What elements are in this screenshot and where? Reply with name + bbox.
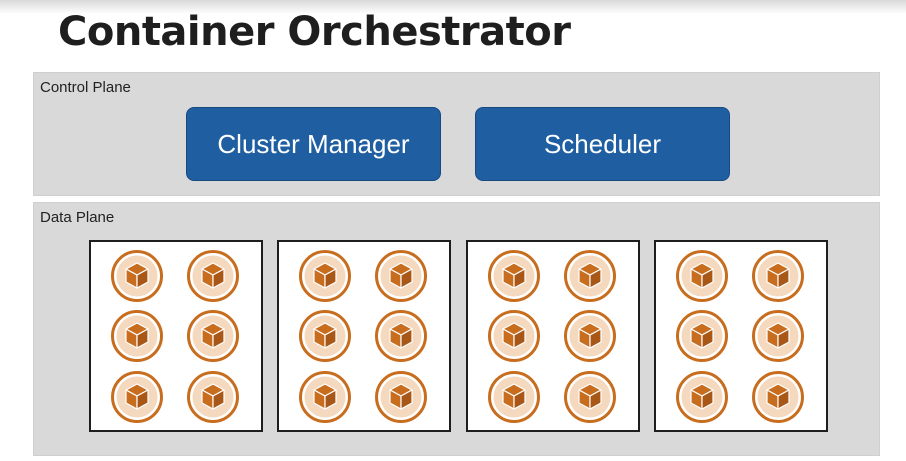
- control-plane-panel: Control Plane Cluster Manager Scheduler: [33, 72, 880, 196]
- container-cube-icon: [487, 309, 541, 363]
- worker-node: [654, 240, 828, 432]
- top-shade: [0, 0, 906, 14]
- container-cube-icon: [487, 249, 541, 303]
- data-plane-label: Data Plane: [40, 209, 115, 226]
- container-cube-icon: [298, 249, 352, 303]
- container-cube-icon: [110, 370, 164, 424]
- container-cube-icon: [751, 370, 805, 424]
- container-cube-icon: [186, 370, 240, 424]
- page-title: Container Orchestrator: [58, 9, 571, 55]
- container-cube-icon: [186, 249, 240, 303]
- container-cube-icon: [675, 370, 729, 424]
- worker-node: [89, 240, 263, 432]
- container-cube-icon: [487, 370, 541, 424]
- container-cube-icon: [374, 309, 428, 363]
- container-cube-icon: [298, 370, 352, 424]
- container-cube-icon: [298, 309, 352, 363]
- worker-node: [277, 240, 451, 432]
- data-plane-panel: Data Plane: [33, 202, 880, 456]
- container-cube-icon: [563, 370, 617, 424]
- control-plane-label: Control Plane: [40, 79, 131, 96]
- container-cube-icon: [374, 370, 428, 424]
- container-cube-icon: [563, 309, 617, 363]
- container-cube-icon: [374, 249, 428, 303]
- container-cube-icon: [675, 249, 729, 303]
- scheduler-box: Scheduler: [475, 107, 730, 181]
- container-cube-icon: [110, 249, 164, 303]
- container-cube-icon: [751, 309, 805, 363]
- container-cube-icon: [675, 309, 729, 363]
- container-cube-icon: [110, 309, 164, 363]
- container-cube-icon: [186, 309, 240, 363]
- container-cube-icon: [563, 249, 617, 303]
- cluster-manager-box: Cluster Manager: [186, 107, 441, 181]
- worker-node: [466, 240, 640, 432]
- container-cube-icon: [751, 249, 805, 303]
